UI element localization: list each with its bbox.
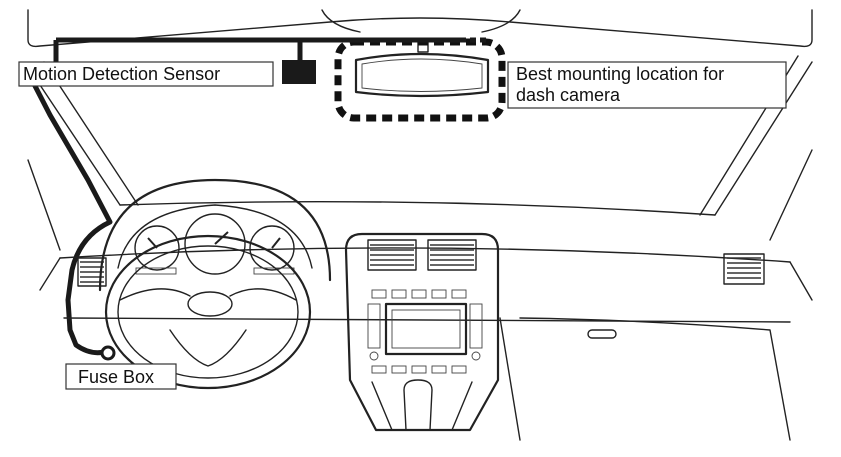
steering-wheel [104, 234, 312, 390]
motion-sensor-label: Motion Detection Sensor [23, 64, 220, 84]
motion-sensor-icon [282, 60, 316, 84]
fuse-box-label: Fuse Box [78, 367, 154, 387]
fuse-box-connector [100, 345, 116, 361]
rearview-mirror [354, 39, 490, 98]
motion-sensor-callout: Motion Detection Sensor [18, 61, 274, 87]
mounting-callout: Best mounting location for dash camera [507, 61, 787, 109]
center-console [344, 232, 500, 432]
windshield-frame [27, 9, 813, 251]
fuse-box-callout: Fuse Box [65, 363, 177, 390]
dashcam-cable [31, 37, 490, 356]
mounting-label-line2: dash camera [516, 85, 621, 105]
dashboard-body [39, 247, 813, 441]
mounting-label-line1: Best mounting location for [516, 64, 724, 84]
instrument-cluster [98, 178, 332, 292]
